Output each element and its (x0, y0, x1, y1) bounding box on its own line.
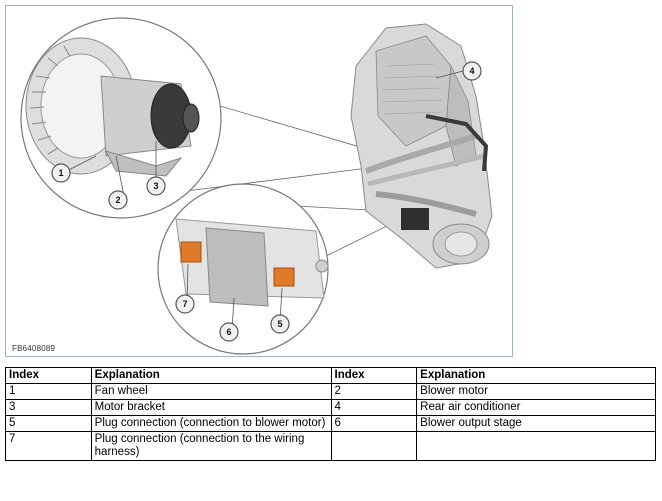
callout-5: 5 (270, 314, 290, 334)
svg-text:7: 7 (182, 299, 187, 309)
index-cell: 5 (5, 415, 92, 432)
callout-4: 4 (462, 61, 482, 81)
index-cell: 1 (5, 383, 92, 400)
header-index: Index (5, 367, 92, 384)
index-cell: 6 (330, 415, 418, 432)
svg-text:6: 6 (226, 327, 231, 337)
header-explanation: Explanation (90, 367, 332, 384)
explanation-cell: Rear air conditioner (416, 399, 656, 416)
table-row: 1 Fan wheel 2 Blower motor (5, 383, 656, 400)
output-stage-detail (157, 183, 329, 355)
explanation-cell: Fan wheel (90, 383, 332, 400)
callout-6: 6 (219, 322, 239, 342)
legend-header-row: Index Explanation Index Explanation (5, 367, 656, 384)
explanation-cell: Blower motor (416, 383, 656, 400)
index-cell (330, 431, 418, 461)
header-index: Index (330, 367, 418, 384)
svg-text:2: 2 (115, 195, 120, 205)
explanation-cell: Plug connection (connection to the wirin… (90, 431, 332, 461)
rear-air-conditioner-unit (350, 23, 493, 269)
explanation-cell: Motor bracket (90, 399, 332, 416)
explanation-cell: Blower output stage (416, 415, 656, 432)
legend-table: Index Explanation Index Explanation 1 Fa… (5, 367, 656, 461)
blower-motor-detail (20, 17, 222, 219)
table-row: 7 Plug connection (connection to the wir… (5, 431, 656, 461)
index-cell: 3 (5, 399, 92, 416)
svg-text:5: 5 (277, 319, 282, 329)
illustration-drawing: 1 2 3 4 5 6 7 (20, 17, 493, 355)
explanation-cell: Plug connection (connection to blower mo… (90, 415, 332, 432)
table-row: 3 Motor bracket 4 Rear air conditioner (5, 399, 656, 416)
figure-id: FB6408089 (12, 344, 56, 353)
explanation-cell (416, 431, 656, 461)
callout-1: 1 (51, 163, 71, 183)
svg-text:4: 4 (469, 66, 474, 76)
index-cell: 4 (330, 399, 418, 416)
callout-7: 7 (175, 294, 195, 314)
index-cell: 7 (5, 431, 92, 461)
component-illustration: 1 2 3 4 5 6 7 FB6408089 (5, 5, 513, 357)
svg-text:3: 3 (153, 181, 158, 191)
header-explanation: Explanation (416, 367, 656, 384)
callout-3: 3 (146, 176, 166, 196)
callout-2: 2 (108, 190, 128, 210)
table-row: 5 Plug connection (connection to blower … (5, 415, 656, 432)
index-cell: 2 (330, 383, 418, 400)
svg-text:1: 1 (58, 168, 63, 178)
